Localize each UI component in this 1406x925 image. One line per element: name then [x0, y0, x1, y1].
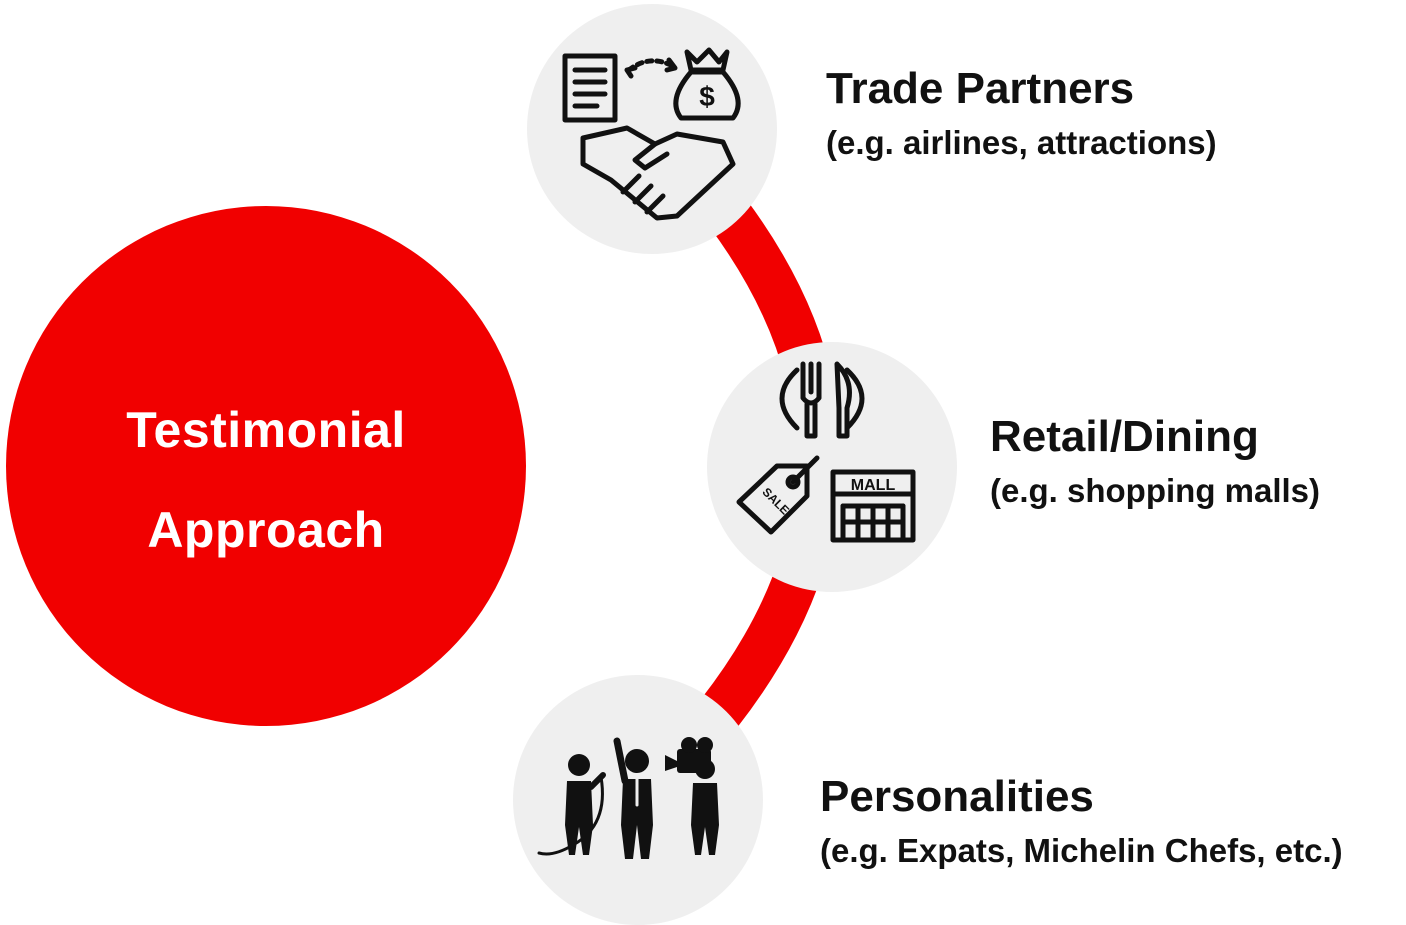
item-subtitle: (e.g. airlines, attractions) [826, 124, 1217, 161]
main-title: Testimonial Approach [6, 380, 526, 580]
label-trade-partners: Trade Partners (e.g. airlines, attractio… [826, 60, 1217, 168]
label-personalities: Personalities (e.g. Expats, Michelin Che… [820, 768, 1343, 876]
node-trade-partners: $ [527, 4, 777, 254]
dining-sale-mall-icon: SALE MALL [736, 361, 916, 543]
label-retail-dining: Retail/Dining (e.g. shopping malls) [990, 408, 1320, 516]
svg-text:$: $ [699, 81, 715, 112]
item-title: Personalities [820, 772, 1094, 821]
item-title: Trade Partners [826, 64, 1135, 113]
item-subtitle: (e.g. shopping malls) [990, 472, 1321, 509]
main-title-line1: Testimonial [126, 402, 406, 458]
main-title-line2: Approach [147, 502, 385, 558]
item-subtitle: (e.g. Expats, Michelin Chefs, etc.) [820, 832, 1343, 869]
item-title: Retail/Dining [990, 412, 1259, 461]
node-personalities [513, 675, 763, 925]
mall-sign-text: MALL [851, 477, 896, 494]
node-retail-dining: SALE MALL [707, 342, 957, 592]
reporter-interview-camera-icon [537, 737, 719, 859]
handshake-contract-money-icon: $ [562, 47, 741, 221]
main-circle [6, 206, 526, 726]
